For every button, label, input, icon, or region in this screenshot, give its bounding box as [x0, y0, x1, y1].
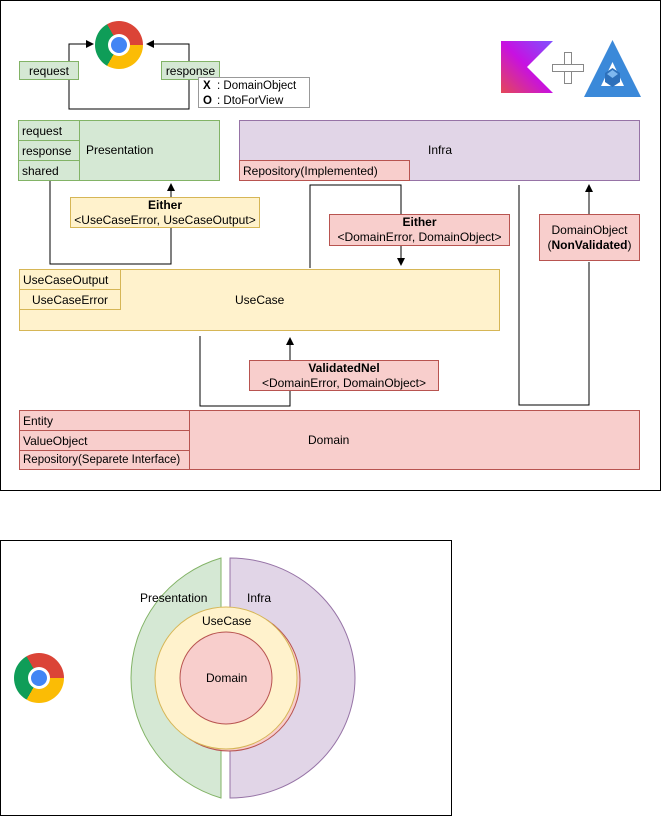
- presentation-either-box: Either <UseCaseError, UseCaseOutput>: [70, 197, 260, 228]
- infra-either-box: Either <DomainError, DomainObject>: [329, 214, 510, 246]
- domain-item-entity: Entity: [19, 410, 190, 431]
- domain-title: Domain: [308, 433, 350, 447]
- infra-repository-implemented: Repository(Implemented): [239, 160, 410, 181]
- onion-presentation-label: Presentation: [140, 591, 208, 605]
- legend-x-value: DomainObject: [223, 80, 297, 92]
- kotlin-logo: [501, 41, 553, 93]
- onion-domain-core: [179, 631, 273, 725]
- infra-either-types: <DomainError, DomainObject>: [337, 230, 502, 244]
- presentation-either-title: Either: [147, 197, 182, 212]
- response-label: response: [161, 61, 220, 80]
- usecase-item-output: UseCaseOutput: [19, 269, 121, 290]
- usecase-domain-connector: [199, 336, 291, 407]
- onion-domain-label: Domain: [206, 671, 248, 685]
- infra-domain-connector: [518, 185, 590, 406]
- response-up-connector: [146, 40, 190, 62]
- onion-infra-label: Infra: [247, 591, 272, 605]
- legend-o-value: DtoForView: [223, 95, 284, 107]
- validated-nel-types: <DomainError, DomainObject>: [261, 375, 427, 390]
- legend: X: DomainObject O: DtoForView: [198, 77, 310, 108]
- legend-x-key: X: [203, 80, 211, 92]
- presentation-title: Presentation: [86, 143, 154, 157]
- presentation-item-request: request: [18, 120, 80, 141]
- onion-usecase-label: UseCase: [202, 614, 252, 628]
- usecase-item-error: UseCaseError: [19, 289, 121, 310]
- presentation-item-shared: shared: [18, 160, 80, 181]
- domain-item-valueobject: ValueObject: [19, 430, 190, 451]
- validated-nel-title: ValidatedNel: [308, 360, 380, 375]
- arrow-kt-logo: [584, 40, 641, 97]
- domain-item-repository: Repository(Separete Interface): [19, 450, 190, 470]
- usecase-title: UseCase: [235, 293, 285, 307]
- domain-object-line1: DomainObject: [551, 222, 628, 237]
- chrome-icon: [14, 653, 64, 703]
- domain-object-line2: (NonValidated): [547, 237, 632, 252]
- request-label: request: [19, 61, 79, 80]
- plus-icon: [552, 52, 584, 84]
- legend-o-key: O: [203, 95, 212, 107]
- onion-diagram: [130, 557, 356, 799]
- response-connector: [68, 79, 190, 110]
- domain-object-nonvalidated-box: DomainObject (NonValidated): [539, 214, 640, 261]
- infra-title: Infra: [428, 143, 453, 157]
- infra-either-title: Either: [402, 215, 437, 229]
- presentation-either-types: <UseCaseError, UseCaseOutput>: [74, 212, 256, 227]
- chrome-icon: [95, 21, 143, 69]
- presentation-item-response: response: [18, 140, 80, 161]
- usecase-infra-connector: [309, 184, 402, 268]
- onion-diagram-frame: [0, 540, 452, 816]
- validated-nel-box: ValidatedNel <DomainError, DomainObject>: [249, 360, 439, 391]
- presentation-usecase-connector: [49, 181, 172, 265]
